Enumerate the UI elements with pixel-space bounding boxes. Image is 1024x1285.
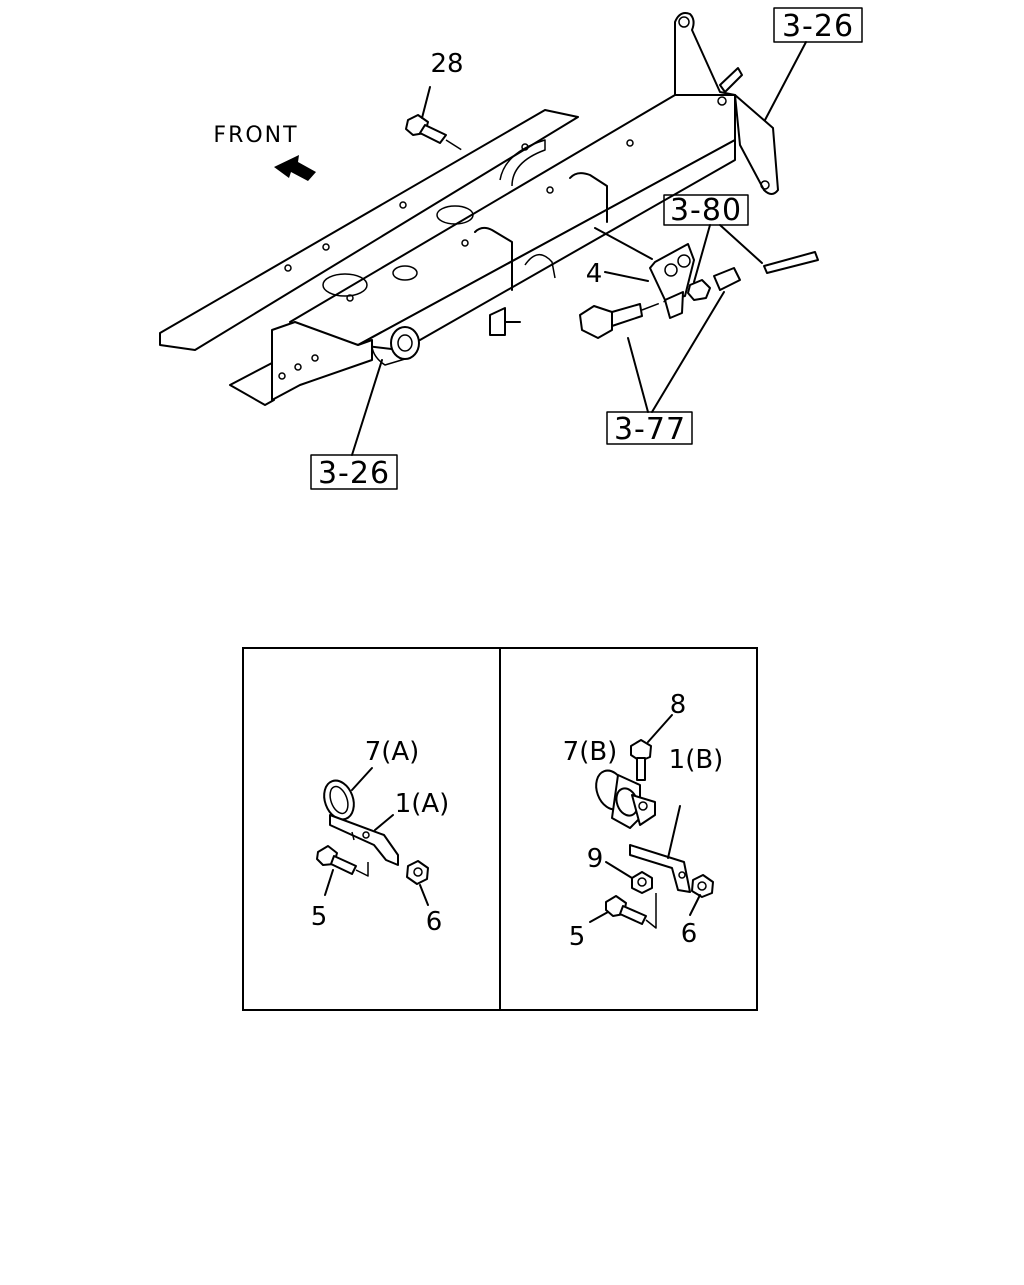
front-arrow-icon xyxy=(274,155,316,181)
svg-text:3-26: 3-26 xyxy=(782,9,854,44)
bolt-5-b xyxy=(605,893,657,929)
leader-28 xyxy=(421,86,431,119)
label-5b: 5 xyxy=(569,922,586,952)
label-1b: 1(B) xyxy=(669,745,724,775)
leader-8 xyxy=(647,714,673,743)
nut-3-80 xyxy=(687,251,819,301)
clamp-7a xyxy=(323,779,355,821)
ref-box-3-26-bottom: 3-26 xyxy=(310,454,398,491)
leader-5a xyxy=(324,869,334,896)
leader-3-77 xyxy=(627,291,725,413)
leader-3-80 xyxy=(693,224,763,283)
label-6a: 6 xyxy=(426,907,443,937)
label-5a: 5 xyxy=(311,902,328,932)
leader-5b xyxy=(589,911,609,923)
svg-text:3-80: 3-80 xyxy=(670,193,742,228)
svg-text:3-26: 3-26 xyxy=(318,456,390,491)
leader-6b xyxy=(689,894,701,916)
leader-1b xyxy=(667,805,681,859)
washer-9 xyxy=(631,871,653,894)
bolt-5-a xyxy=(316,845,369,877)
leader-6a xyxy=(419,884,429,906)
bracket-1a xyxy=(329,814,399,866)
bracket-1b xyxy=(629,844,691,893)
svg-text:3-77: 3-77 xyxy=(614,412,686,447)
ref-box-3-26-top: 3-26 xyxy=(773,7,863,44)
front-label: FRONT xyxy=(213,123,298,148)
inset-a: 7(A) 1(A) 5 6 xyxy=(311,737,450,937)
clamp-block xyxy=(579,299,669,339)
bolt-8 xyxy=(630,739,652,781)
clamp-7b xyxy=(595,769,656,829)
leader-3-26-bottom xyxy=(351,359,383,456)
leader-3-26-top xyxy=(764,41,807,121)
nut-6-b xyxy=(691,874,714,898)
inset-b: 8 7(B) 1(B) 9 5 6 xyxy=(563,690,724,952)
leader-7a xyxy=(351,767,373,791)
part-label-28: 28 xyxy=(430,49,463,79)
bracket-part-4 xyxy=(594,227,695,319)
bolt-28 xyxy=(405,114,466,153)
part-label-4: 4 xyxy=(586,259,603,289)
nut-6-a xyxy=(406,860,429,885)
label-9: 9 xyxy=(587,844,604,874)
leader-4 xyxy=(604,271,649,282)
label-6b: 6 xyxy=(681,919,698,949)
label-8: 8 xyxy=(670,690,687,720)
ref-box-3-77: 3-77 xyxy=(606,411,693,447)
leader-1a xyxy=(374,814,394,831)
frame-crossmember xyxy=(159,12,779,406)
leader-9 xyxy=(605,861,633,879)
label-1a: 1(A) xyxy=(395,789,450,819)
inset-frame xyxy=(242,647,758,1011)
ref-box-3-80: 3-80 xyxy=(663,193,749,228)
label-7b: 7(B) xyxy=(563,737,618,767)
label-7a: 7(A) xyxy=(365,737,420,767)
